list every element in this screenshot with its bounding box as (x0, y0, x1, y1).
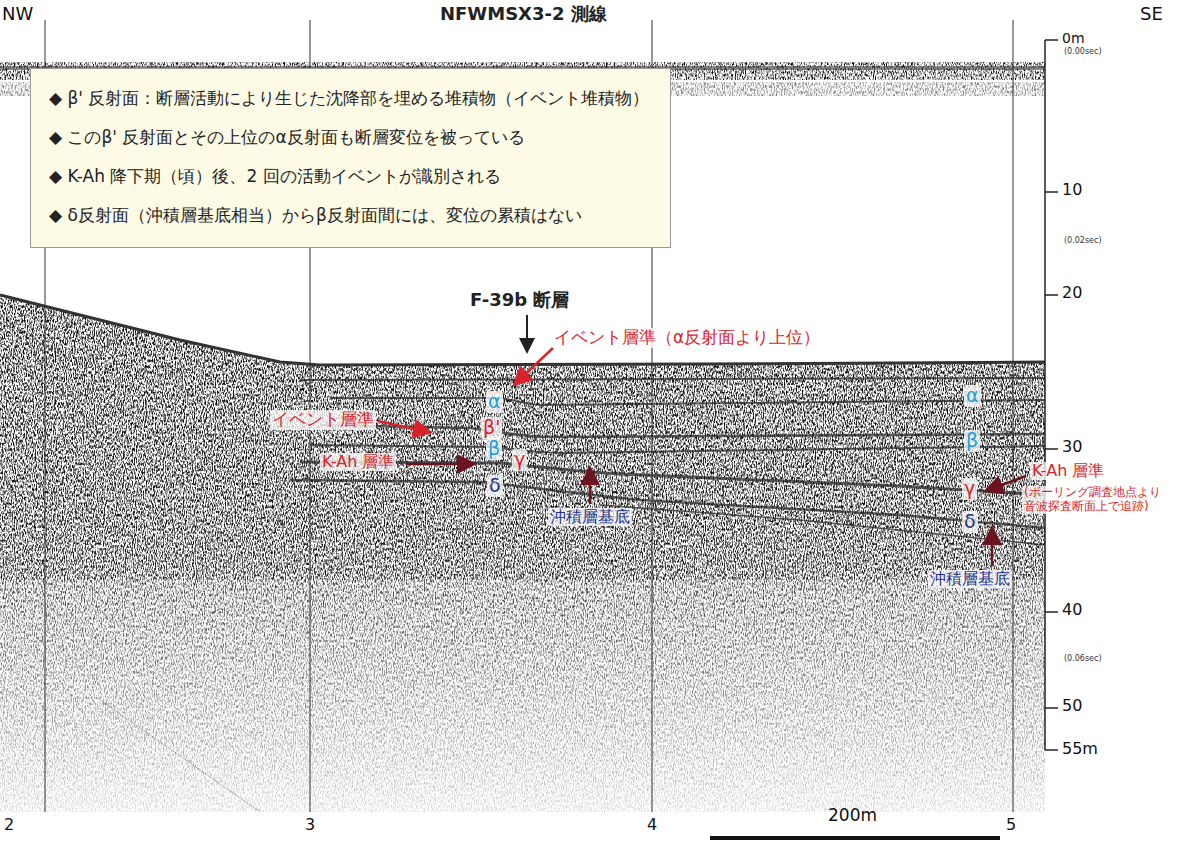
reflector-name: α (486, 391, 503, 413)
note-line: ◆ このβ' 反射面とその上位のα反射面も断層変位を被っている (49, 118, 652, 157)
event-number: 5 (1006, 816, 1016, 834)
time-value: (0.06sec) (1064, 654, 1102, 663)
base-label: 沖積層基底 (548, 508, 632, 526)
profile-title: NFWMSX3-2 測線 (440, 4, 607, 25)
reflector-name: δ (487, 475, 503, 497)
direction-label: SE (1140, 4, 1163, 25)
depth-value: 10 (1062, 181, 1082, 199)
fault-name: F-39b 断層 (468, 290, 571, 311)
reflector-name: α (964, 385, 981, 407)
depth-value: 0m (1062, 30, 1085, 46)
direction-label: NW (2, 4, 33, 25)
note-line: ◆ β' 反射面：断層活動により生じた沈降部を埋める堆積物（イベント堆積物） (49, 79, 652, 118)
note-line: ◆ K-Ah 降下期（頃）後、2 回の活動イベントが識別される (49, 157, 652, 196)
depth-value: 20 (1062, 284, 1082, 302)
event-number: 3 (305, 816, 315, 834)
depth-value: 55m (1062, 740, 1098, 758)
depth-value: 30 (1062, 438, 1082, 456)
reflector-name: β (486, 438, 502, 460)
event-label: イベント層準（α反射面より上位） (552, 328, 822, 348)
time-value: (0.02sec) (1064, 236, 1102, 245)
event-label: イベント層準 (270, 410, 376, 430)
reflector-name: δ (962, 511, 978, 533)
base-label: 沖積層基底 (928, 570, 1012, 588)
tephra-label: K-Ah 層準 (1030, 462, 1106, 480)
scale-label: 200m (828, 806, 877, 826)
event-number: 4 (647, 816, 657, 834)
note-box: ◆ β' 反射面：断層活動により生じた沈降部を埋める堆積物（イベント堆積物）◆ … (30, 68, 671, 248)
depth-value: 50 (1062, 697, 1082, 715)
reflector-name: γ (962, 478, 977, 500)
depth-value: 40 (1062, 601, 1082, 619)
tephra-label: K-Ah 層準 (320, 453, 396, 471)
reflector-name: β' (481, 417, 502, 439)
reflector-name: γ (512, 449, 527, 471)
tephra-note: (ボーリング調査地点より 音波探査断面上で追跡) (1022, 486, 1176, 514)
event-number: 2 (4, 816, 14, 834)
time-value: (0.00sec) (1064, 47, 1102, 56)
note-line: ◆ δ反射面（沖積層基底相当）からβ反射面間には、変位の累積はない (49, 196, 652, 235)
reflector-name: β (964, 430, 980, 452)
